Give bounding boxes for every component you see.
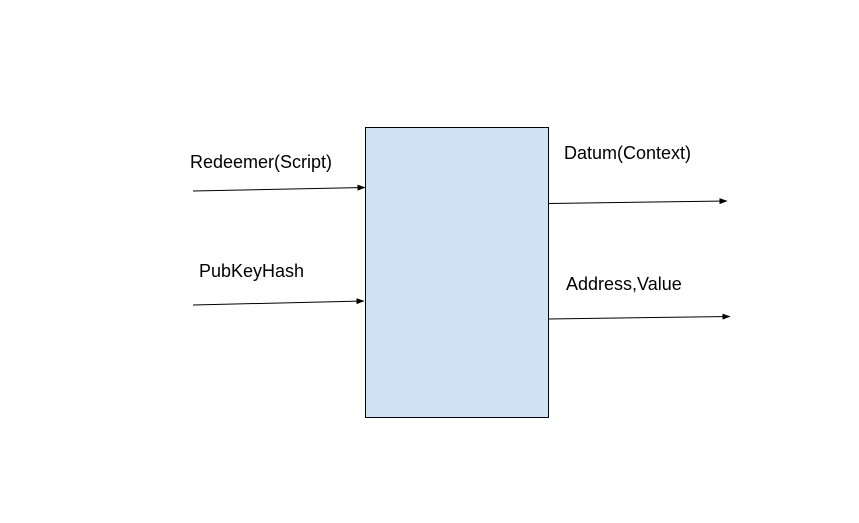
output-label-address-value: Address,Value: [566, 274, 682, 294]
output-arrow-datum: [548, 198, 728, 205]
output-label-datum: Datum(Context): [564, 143, 691, 163]
input-label-redeemer: Redeemer(Script): [190, 152, 332, 172]
input-label-pubkeyhash: PubKeyHash: [199, 261, 304, 281]
input-arrow-redeemer: [192, 184, 366, 192]
output-arrow-address-value: [547, 313, 731, 320]
input-arrow-pubkeyhash: [192, 298, 365, 306]
process-block: [365, 127, 549, 418]
